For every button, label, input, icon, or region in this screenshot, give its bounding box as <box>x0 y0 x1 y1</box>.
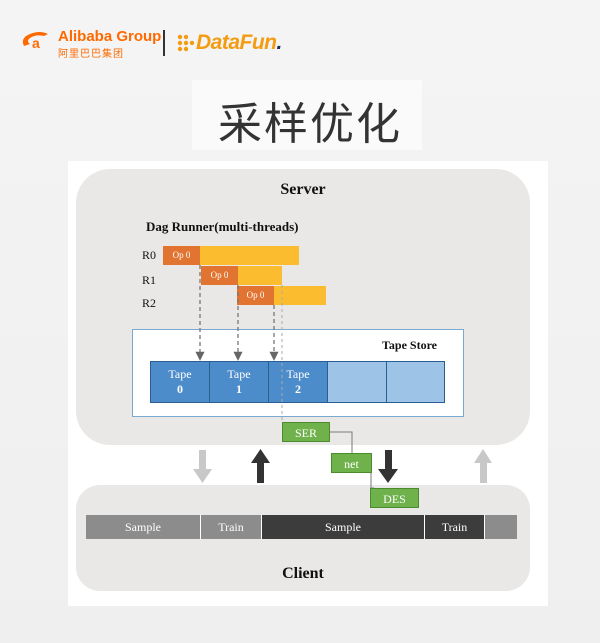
header: a Alibaba Group 阿里巴巴集团 DataFun. <box>0 0 600 90</box>
tape-1-num: 1 <box>236 382 242 396</box>
timeline-sample-2: Sample <box>262 515 425 539</box>
light-up-arrow-right <box>474 449 492 483</box>
server-label: Server <box>280 181 326 198</box>
alibaba-chinese-name: 阿里巴巴集团 <box>58 49 124 60</box>
r0-op-tail <box>199 246 299 265</box>
r1-op-tail <box>237 266 282 285</box>
tape-2: Tape 2 <box>268 361 328 403</box>
r2-op-box: Op 0 <box>237 286 274 305</box>
tape-empty-slot <box>386 361 445 403</box>
r1-op-box: Op 0 <box>201 266 238 285</box>
tape-0-name: Tape <box>168 367 192 381</box>
tape-1: Tape 1 <box>209 361 269 403</box>
timeline-train-2: Train <box>425 515 485 539</box>
r0-op-box: Op 0 <box>163 246 200 265</box>
timeline-train-1: Train <box>201 515 262 539</box>
light-down-arrow-left <box>193 450 212 483</box>
alibaba-logo-icon: a <box>22 32 48 51</box>
datafun-name: DataFun <box>196 31 277 54</box>
timeline-sample-1: Sample <box>86 515 201 539</box>
row-label-r1: R1 <box>142 273 157 287</box>
dark-down-arrow <box>378 450 398 483</box>
alibaba-name: Alibaba Group <box>58 28 162 45</box>
timeline-tail <box>485 515 517 539</box>
net-box: net <box>331 453 372 473</box>
des-box: DES <box>370 488 419 508</box>
svg-text:a: a <box>32 35 40 51</box>
row-label-r2: R2 <box>142 296 157 310</box>
tape-2-name: Tape <box>286 367 310 381</box>
dag-runner-label: Dag Runner(multi-threads) <box>146 219 299 234</box>
title-highlight <box>192 80 422 150</box>
tape-empty-slot <box>327 361 387 403</box>
ser-box: SER <box>282 422 330 442</box>
datafun-dots-icon <box>177 34 195 52</box>
page-title: 采样优化 <box>218 99 402 150</box>
datafun-dot: . <box>276 31 283 54</box>
tape-1-name: Tape <box>227 367 251 381</box>
tape-store-label: Tape Store <box>382 338 438 352</box>
r2-op-tail <box>274 286 326 305</box>
ser-net-connector <box>330 431 353 453</box>
tape-0-num: 0 <box>177 382 183 396</box>
client-label: Client <box>282 565 324 582</box>
logo-divider <box>163 30 165 56</box>
tape-2-num: 2 <box>295 382 301 396</box>
dark-up-arrow <box>251 449 270 483</box>
row-label-r0: R0 <box>142 248 157 262</box>
tape-0: Tape 0 <box>150 361 210 403</box>
datafun-logo-text: DataFun. <box>196 31 282 55</box>
net-des-connector <box>370 473 374 489</box>
